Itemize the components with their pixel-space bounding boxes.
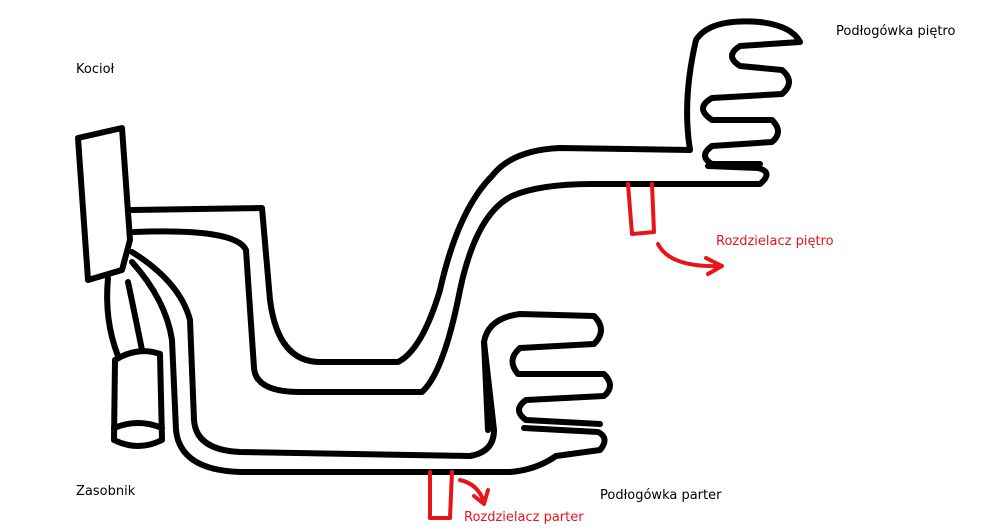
boiler-label: Kocioł [76, 62, 115, 77]
tank-label: Zasobnik [76, 484, 136, 499]
floor-heating-upstairs-label: Podłogówka piętro [836, 24, 956, 39]
tank-bottom-cap [111, 420, 165, 431]
boiler-body [75, 125, 133, 283]
manifold-upstairs-box [626, 182, 656, 236]
ground-floor-loops [509, 345, 613, 427]
manifolds [428, 182, 724, 520]
boiler-tank-pipe-left [104, 275, 121, 359]
upstairs-supply-pipe [129, 145, 693, 365]
upstairs-floor-loops [684, 18, 803, 167]
manifold-ground-arrow [458, 478, 490, 506]
ground-loop-link [481, 339, 491, 433]
pipe-lines [75, 18, 803, 475]
manifold-upstairs-arrow [656, 242, 724, 276]
manifold-ground-box [428, 470, 454, 520]
tank-body [111, 348, 165, 449]
ground-return-pipe [129, 259, 608, 475]
ground-supply-pipe [129, 249, 604, 459]
floor-heating-ground-label: Podłogówka parter [600, 488, 722, 503]
upstairs-return-pipe [131, 163, 770, 395]
manifold-upstairs-label: Rozdzielacz piętro [716, 234, 834, 249]
boiler-tank-pipe-right [125, 279, 145, 353]
manifold-ground-label: Rozdzielacz parter [464, 510, 584, 525]
